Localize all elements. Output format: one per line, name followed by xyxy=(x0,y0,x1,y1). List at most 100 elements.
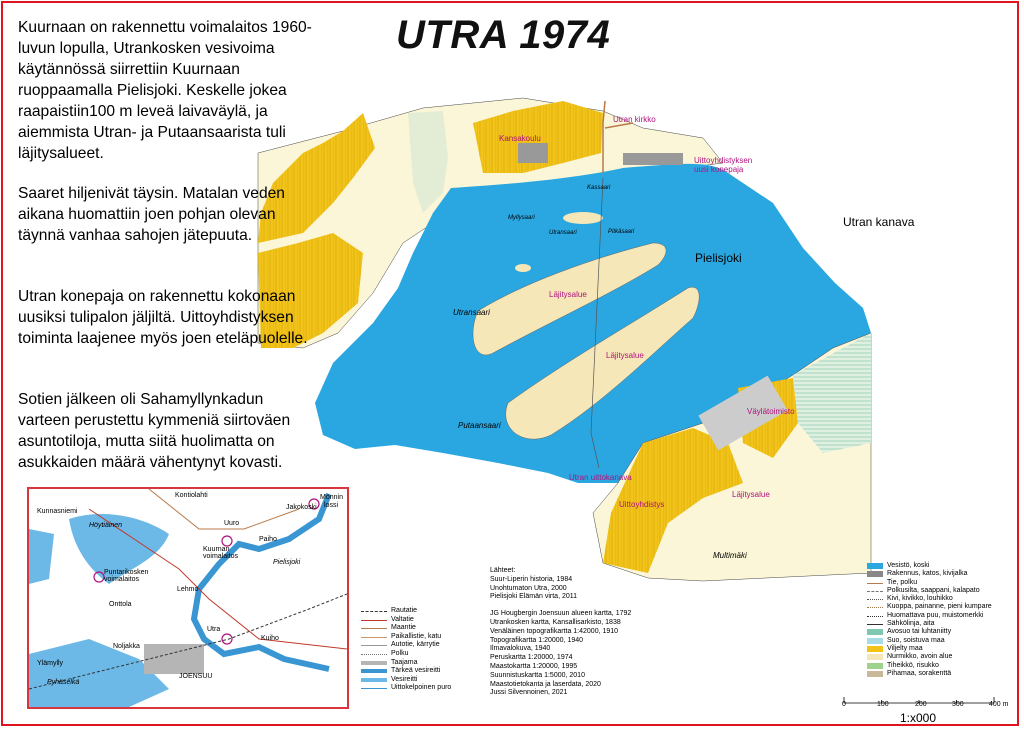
label-pielisjoki: Pielisjoki xyxy=(695,251,742,265)
island-putaansaari xyxy=(505,286,700,440)
urban-joensuu xyxy=(144,644,204,674)
sources-line: Suunnistuskartta 1:5000, 2010 xyxy=(490,671,585,679)
inset-label: Puntarikosken xyxy=(104,569,149,576)
inset-label: Noljakka xyxy=(113,643,140,650)
legend-item: Huomattava puu, muistomerkki xyxy=(865,612,1015,620)
main-road xyxy=(148,489,300,530)
label-utran-uittokanava: Utran uittokanava xyxy=(569,473,632,482)
building-vaylatoimisto xyxy=(698,375,788,451)
fields-northwest xyxy=(258,113,375,243)
marker-utra xyxy=(221,633,233,645)
scale-bar-graphic xyxy=(843,697,995,704)
scale-bar: 0 100 200 300 400 m xyxy=(839,693,1009,723)
label-lajitysalue: Läjitysalue xyxy=(549,290,587,299)
inset-label: Ylämylly xyxy=(37,660,64,667)
sources-line: Pielisjoki Elämän virta, 2011 xyxy=(490,593,578,601)
label-lajitysalue: Läjitysalue xyxy=(606,351,644,360)
sources-line: Lähteet: xyxy=(490,567,516,574)
legend-item: Vesistö, koski xyxy=(865,562,1015,570)
marsh-south xyxy=(793,333,871,453)
intro-paragraph: Sotien jälkeen oli Sahamyllynkadun varte… xyxy=(18,391,291,471)
label-putaansaari: Putaansaari xyxy=(458,421,501,430)
intro-paragraph: Kuurnaan on rakennettu voimalaitos 1960-… xyxy=(18,19,312,162)
label-pitkasaari: Pitkäsaari xyxy=(608,229,635,235)
intro-paragraph: Utran konepaja on rakennettu kokonaan uu… xyxy=(18,288,308,347)
legend-item: Rautatie xyxy=(359,607,494,616)
legend-item: Tärkeä vesireitti xyxy=(359,667,494,676)
road-legend: Rautatie Valtatie Maantie Paikallistie, … xyxy=(359,607,494,693)
inset-label: JOENSUU xyxy=(179,673,213,680)
legend-item: Kuoppa, painanne, pieni kumpare xyxy=(865,603,1015,611)
label-kansakoulu: Kansakoulu xyxy=(499,134,541,143)
marker-kuurnan xyxy=(221,535,233,547)
scale-tick: 100 xyxy=(877,701,889,708)
legend-item: Maantie xyxy=(359,624,494,633)
legend-item: Vesireitti xyxy=(359,676,494,685)
legend-item: Autotie, kärrytie xyxy=(359,641,494,650)
legend-item: Kivi, kivikko, louhikko xyxy=(865,595,1015,603)
inset-label: Uuro xyxy=(224,520,240,527)
inset-map: Kontiolahti Kunnasniemi Höytiäinen Jakok… xyxy=(27,487,349,709)
inset-label: Pyhäselkä xyxy=(47,679,80,686)
inset-label: lossi xyxy=(324,502,339,509)
legend-item: Uittokelpoinen puro xyxy=(359,684,494,693)
legend-item: Paikallistie, katu xyxy=(359,633,494,642)
legend-item: Rakennus, katos, kivijalka xyxy=(865,570,1015,578)
inset-label: Jakokoski xyxy=(286,504,317,511)
inset-label: Pielisjoki xyxy=(273,559,301,566)
lake-west xyxy=(29,529,54,584)
map-area xyxy=(257,97,872,582)
sources-list: Lähteet: Suur-Liperin historia, 1984 Uno… xyxy=(490,567,660,706)
inset-label: Kunnasniemi xyxy=(37,508,78,515)
inset-label: Kontiolahti xyxy=(175,492,208,499)
island-small xyxy=(563,212,603,224)
island-small xyxy=(515,264,531,272)
legend-item: Pihamaa, sorakenttä xyxy=(865,670,1015,678)
lake-hoytiainen xyxy=(69,514,169,584)
sources-line: Topografikartta 1:20000, 1940 xyxy=(490,636,584,644)
label-kassaari: Kassaari xyxy=(587,185,611,191)
legend-item: Tiheikkö, risukko xyxy=(865,662,1015,670)
label-uittoyhdistyksen: Uittoyhdistyksen xyxy=(694,156,753,165)
marker-monnin-lossi xyxy=(308,498,320,510)
sources-line: Suur-Liperin historia, 1984 xyxy=(490,575,573,583)
inset-label: Paiho xyxy=(259,536,277,543)
sources-line: Maastokartta 1:20000, 1995 xyxy=(490,662,578,670)
sources-line: JG Hougbergin Joensuun alueen kartta, 17… xyxy=(490,610,632,618)
inset-label: Höytiäinen xyxy=(89,522,123,529)
legend-item: Taajama xyxy=(359,659,494,668)
sources-line: Unohtumaton Utra, 2000 xyxy=(490,584,567,592)
legend-item: Avosuo tai luhtaniitty xyxy=(865,628,1015,636)
inset-map-graphic xyxy=(29,489,347,707)
label-myllysaari: Myllysaari xyxy=(508,215,535,221)
label-utransaari: Utransaari xyxy=(453,308,490,317)
power-line xyxy=(590,432,600,469)
sources-line: Jussi Silvennoinen, 2021 xyxy=(490,689,568,697)
scale-tick: 300 xyxy=(952,701,964,708)
legend-item: Suo, soistuva maa xyxy=(865,637,1015,645)
sources-line: Utrankosken kartta, Kansallisarkisto, 18… xyxy=(490,618,621,626)
label-multimaki: Multimäki xyxy=(713,551,747,560)
map-legend: Vesistö, koski Rakennus, katos, kivijalk… xyxy=(865,562,1015,678)
highway xyxy=(88,508,347,650)
island-utransaari xyxy=(472,242,667,356)
legend-item: Polkusilta, saappani, kalapato xyxy=(865,587,1015,595)
fields-north xyxy=(473,101,603,173)
inset-label: Lehmo xyxy=(177,586,199,593)
building-konepaja xyxy=(623,153,683,165)
scale-tick: 200 xyxy=(915,701,927,708)
scale-tick: 0 xyxy=(842,701,846,708)
road xyxy=(602,100,634,173)
sources-line: Venäläinen topografikartta 1:42000, 1910 xyxy=(490,627,619,635)
inset-label: Mönnin xyxy=(320,494,343,501)
inset-label: Kuiho xyxy=(261,635,279,642)
inset-label: voimalaitos xyxy=(203,553,239,560)
label-utran-kirkko: Utran kirkko xyxy=(613,115,656,124)
label-uusi-konepaja: uusi konepaja xyxy=(694,165,744,174)
label-utransaari-small: Utransaari xyxy=(549,230,577,236)
scale-tick: 400 m xyxy=(989,701,1009,708)
legend-item: Nurmikko, avoin alue xyxy=(865,653,1015,661)
scale-ratio: 1:x000 xyxy=(900,711,937,725)
legend-item: Sähkölinja, aita xyxy=(865,620,1015,628)
